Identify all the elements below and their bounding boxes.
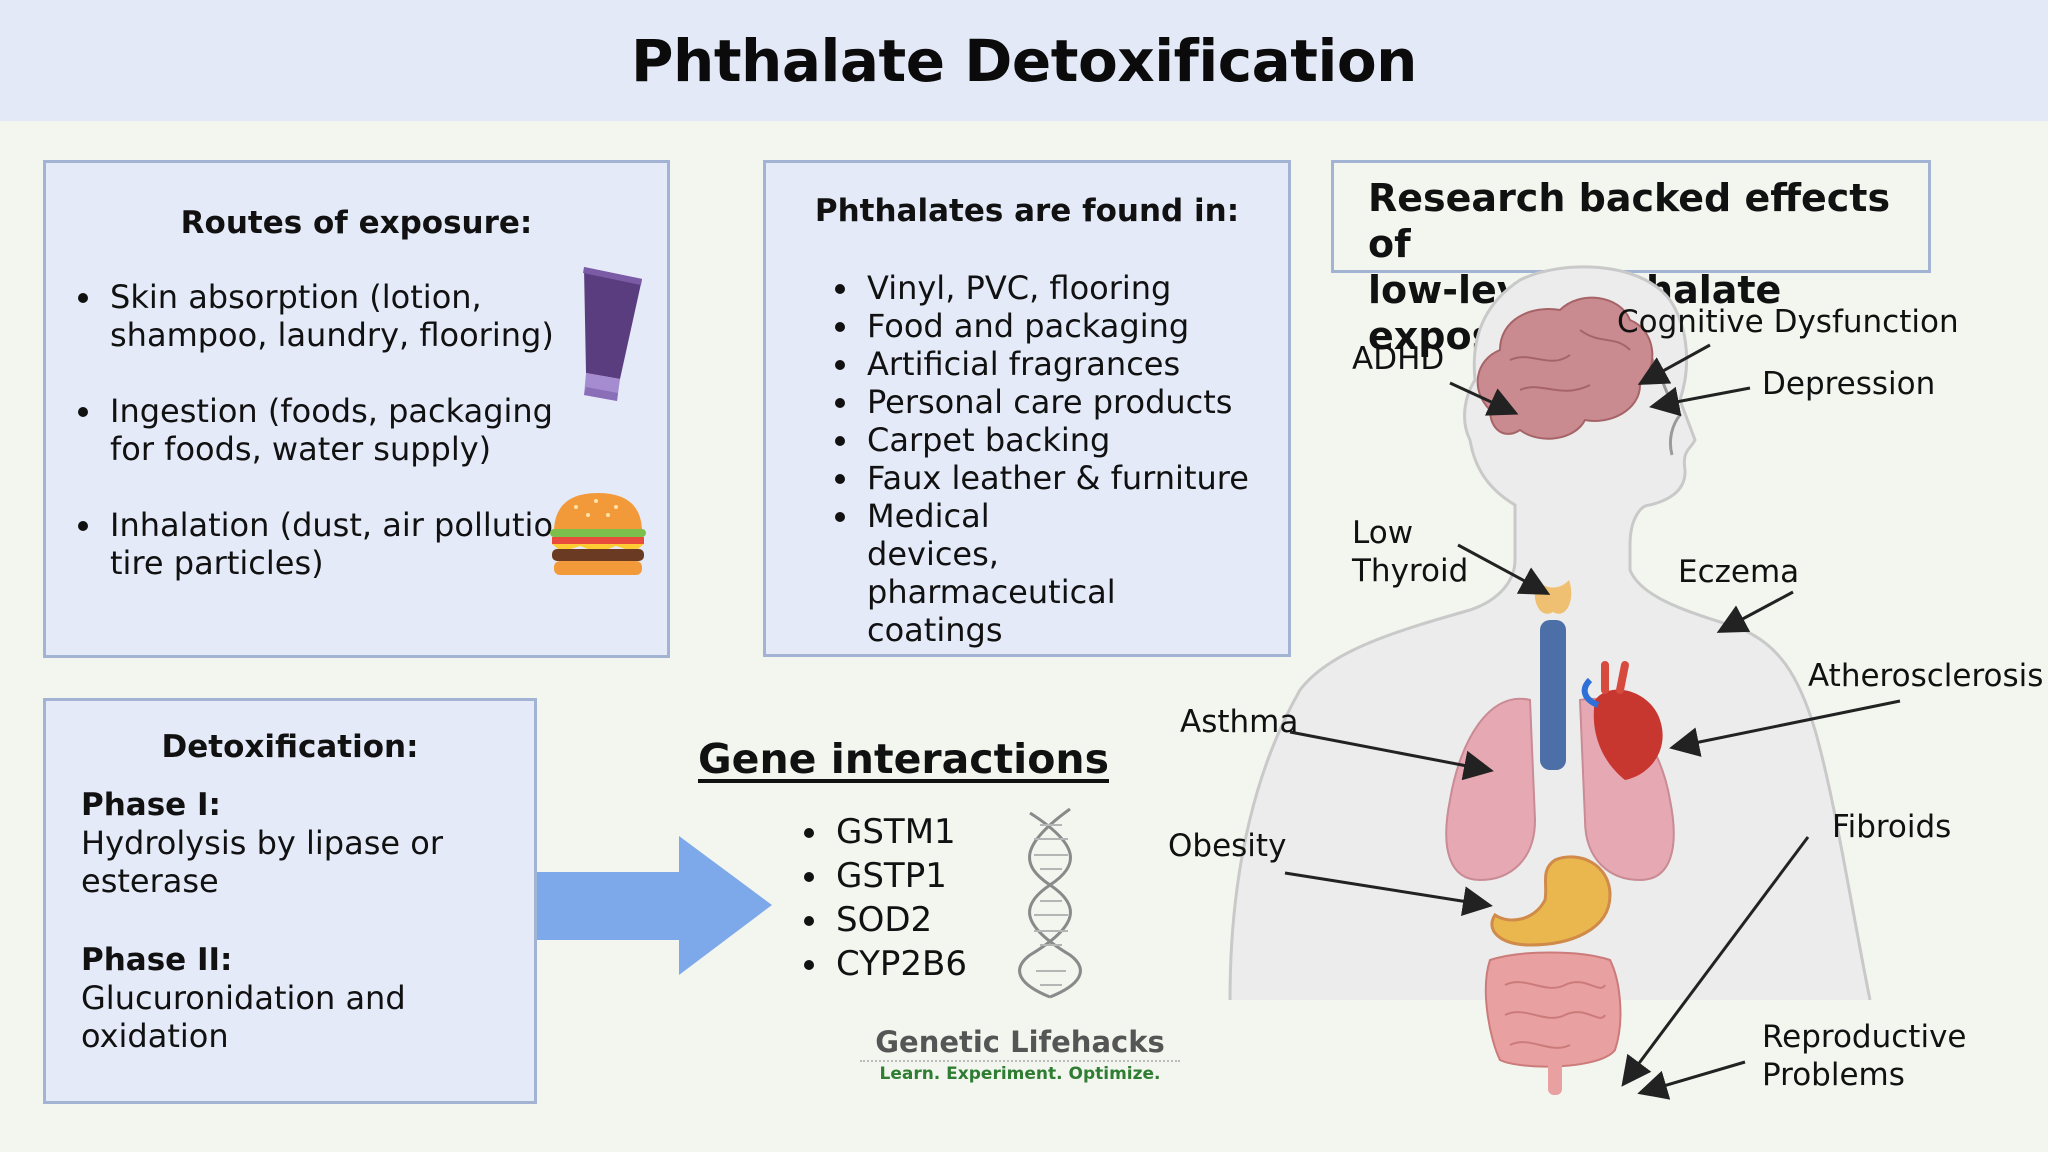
reproductive-line1: Reproductive [1762,1019,1967,1055]
detoxification-box: Detoxification: Phase I: Hydrolysis by l… [43,698,537,1104]
stomach-organ [1490,855,1612,947]
list-item: Faux leather & furniture [831,459,1291,497]
logo-tagline: Learn. Experiment. Optimize. [860,1060,1180,1084]
list-item: Personal care products [831,383,1291,421]
atherosclerosis-label: Atherosclerosis [1808,658,2044,694]
eczema-pointer [1716,590,1794,633]
adhd-label: ADHD [1352,341,1445,377]
effects-heading: Research backed effects of low-level pht… [1331,160,1931,358]
phase-two-text: Glucuronidation and oxidation [81,979,406,1055]
depression-pointer [1649,386,1751,417]
list-item: Inhalation (dust, air pollution, tire pa… [74,506,594,582]
cognitive-dysfunction-label: Cognitive Dysfunction [1617,304,1959,340]
fibroids-label: Fibroids [1832,809,1952,845]
list-item: Artificial fragrances [831,345,1291,383]
routes-list: Skin absorption (lotion, shampoo, laundr… [74,278,594,620]
obesity-label: Obesity [1168,828,1287,864]
left-lung-organ [1445,697,1537,882]
depression-label: Depression [1762,366,1936,402]
list-item: Vinyl, PVC, flooring [831,269,1291,307]
gene-list: GSTM1 GSTP1 SOD2 CYP2B6 [800,810,1020,986]
right-lung-organ [1578,697,1675,882]
reproductive-pointer [1637,1060,1746,1100]
reproductive-line2: Problems [1762,1057,1905,1093]
low-thyroid-line1: Low [1352,515,1414,551]
routes-of-exposure-box: Routes of exposure: Skin absorption (lot… [43,160,670,658]
found-list: Vinyl, PVC, flooring Food and packaging … [831,269,1291,649]
reproductive-problems-label: Reproductive Problems [1762,1018,1966,1094]
list-item: Skin absorption (lotion, shampoo, laundr… [74,278,594,354]
intestines-organ [1484,951,1622,1068]
list-item: Carpet backing [831,421,1291,459]
phase-one-label: Phase I: [81,787,221,823]
list-item: SOD2 [800,898,1020,942]
thyroid-organ [1534,580,1572,614]
page-title: Phthalate Detoxification [631,26,1417,95]
burger-icon [550,493,646,575]
asthma-pointer [1289,730,1494,781]
phase-one-text: Hydrolysis by lipase or esterase [81,824,443,900]
thyroid-pointer [1457,543,1551,595]
atherosclerosis-pointer [1669,699,1901,757]
asthma-label: Asthma [1180,704,1299,740]
routes-heading: Routes of exposure: [180,205,533,241]
phase-two: Phase II: Glucuronidation and oxidation [81,941,521,1055]
list-item: CYP2B6 [800,942,1020,986]
found-heading: Phthalates are found in: [814,193,1240,229]
windpipe-organ [1540,620,1566,770]
phthalates-found-in-box: Phthalates are found in: Vinyl, PVC, flo… [763,160,1291,657]
list-item: GSTM1 [800,810,1020,854]
list-item: Medical devices, pharmaceutical coatings [831,497,1131,649]
effects-heading-line1: Research backed effects of [1368,176,1891,266]
obesity-pointer [1284,871,1493,917]
lotion-tube-icon [583,267,642,401]
list-item: Food and packaging [831,307,1291,345]
logo-name: Genetic Lifehacks [875,1025,1165,1059]
heart-organ [1593,689,1663,780]
adhd-pointer [1449,381,1519,416]
dna-helix-icon [1018,807,1082,999]
phase-two-label: Phase II: [81,942,233,978]
gene-interactions-heading: Gene interactions [698,735,1109,783]
detox-heading: Detoxification: [161,729,419,765]
header-banner: Phthalate Detoxification [0,0,2048,121]
eczema-label: Eczema [1678,554,1800,590]
low-thyroid-label: Low Thyroid [1352,514,1468,590]
list-item: Ingestion (foods, packaging for foods, w… [74,392,594,468]
low-thyroid-line2: Thyroid [1352,553,1469,589]
phase-one: Phase I: Hydrolysis by lipase or esteras… [81,786,521,900]
list-item: GSTP1 [800,854,1020,898]
